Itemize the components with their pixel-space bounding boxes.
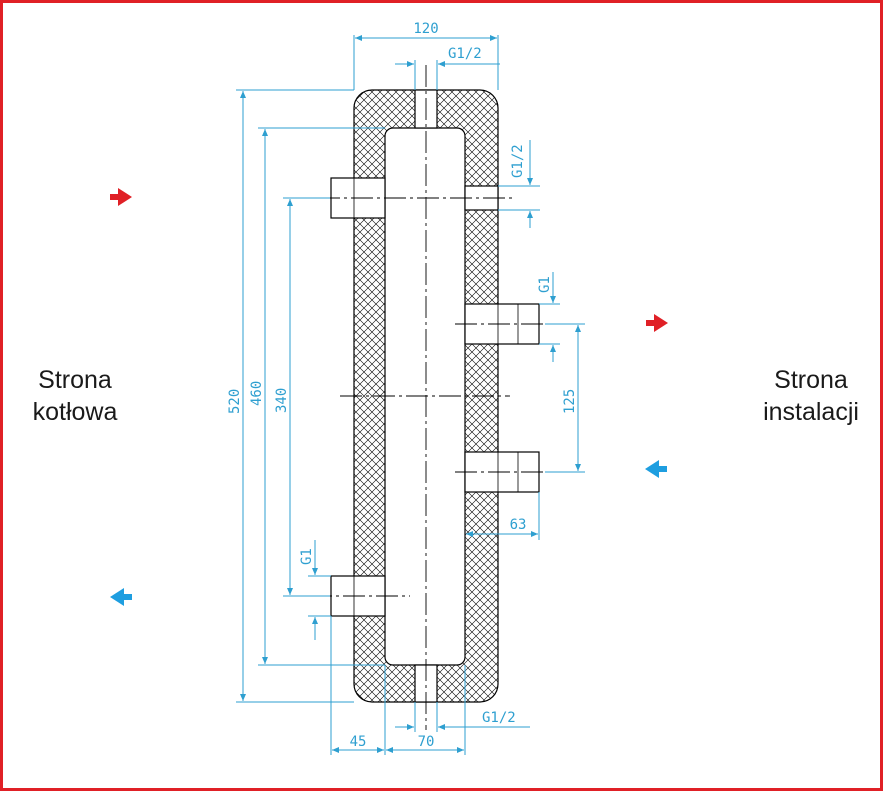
- dim-inner-width: 70: [418, 734, 435, 750]
- right-side-label-line2: instalacji: [763, 398, 859, 426]
- left-side-label-line1: Strona: [38, 366, 112, 394]
- dim-offset-left: 45: [350, 734, 367, 750]
- dim-width-total: 120: [413, 21, 438, 37]
- dim-height-inner: 460: [249, 381, 265, 406]
- dim-height-total: 520: [227, 389, 243, 414]
- dim-offset-right: 63: [510, 517, 527, 533]
- right-side-label-line1: Strona: [774, 366, 848, 394]
- dim-side-connection-upper: G1: [537, 276, 553, 293]
- arrow-right-icon: [110, 188, 132, 206]
- dim-side-connection-small: G1/2: [510, 144, 526, 178]
- dim-top-connection: G1/2: [448, 46, 482, 62]
- dim-height-connections: 340: [274, 388, 290, 413]
- arrow-left-icon: [110, 588, 132, 606]
- inner-pipe: [384, 127, 466, 666]
- left-side-label-line2: kotłowa: [33, 398, 118, 426]
- dim-bottom-connection: G1/2: [482, 710, 516, 726]
- arrow-left-icon: [645, 460, 667, 478]
- dim-side-connection-lower: G1: [299, 548, 315, 565]
- arrow-right-icon: [646, 314, 668, 332]
- dim-spacing-right: 125: [562, 389, 578, 414]
